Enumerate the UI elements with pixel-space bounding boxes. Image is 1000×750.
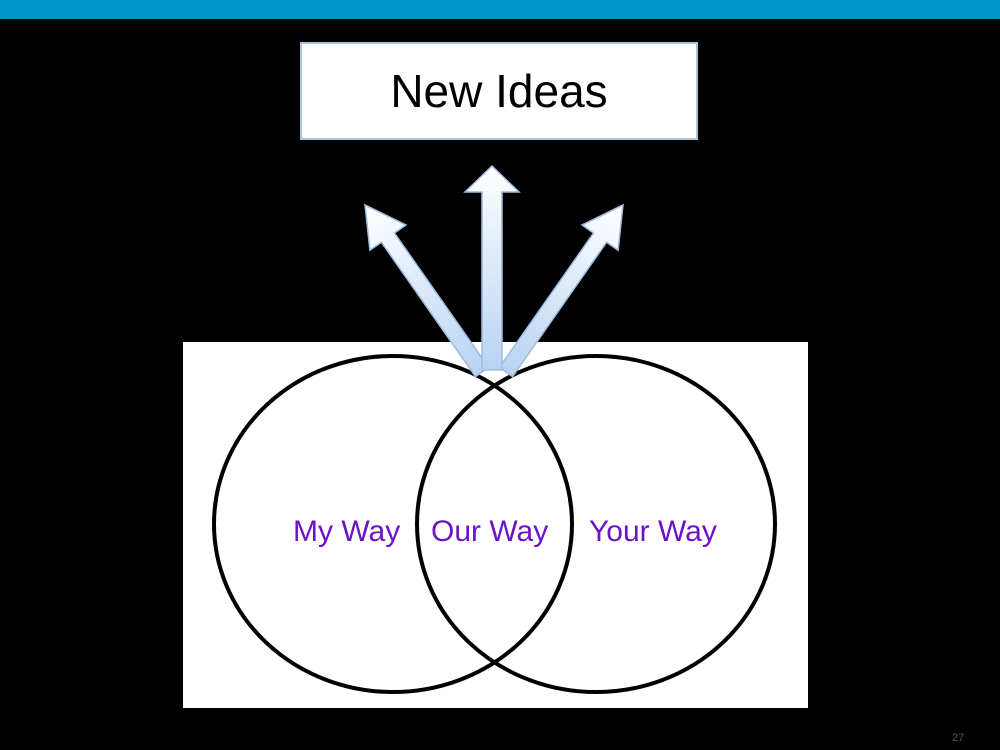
our-way-label: Our Way bbox=[431, 515, 549, 548]
new-ideas-box: New Ideas bbox=[300, 42, 698, 140]
slide-title: New Ideas bbox=[390, 65, 608, 117]
venn-panel bbox=[183, 342, 808, 708]
arrow-left bbox=[364, 203, 490, 378]
slide-number: 27 bbox=[952, 732, 965, 744]
my-way-label: My Way bbox=[293, 515, 401, 548]
left-circle bbox=[212, 354, 574, 694]
right-circle bbox=[415, 354, 777, 694]
arrow-right bbox=[498, 203, 624, 378]
accent-bar bbox=[0, 0, 1000, 19]
arrow-center bbox=[463, 164, 521, 371]
your-way-label: Your Way bbox=[589, 515, 717, 548]
